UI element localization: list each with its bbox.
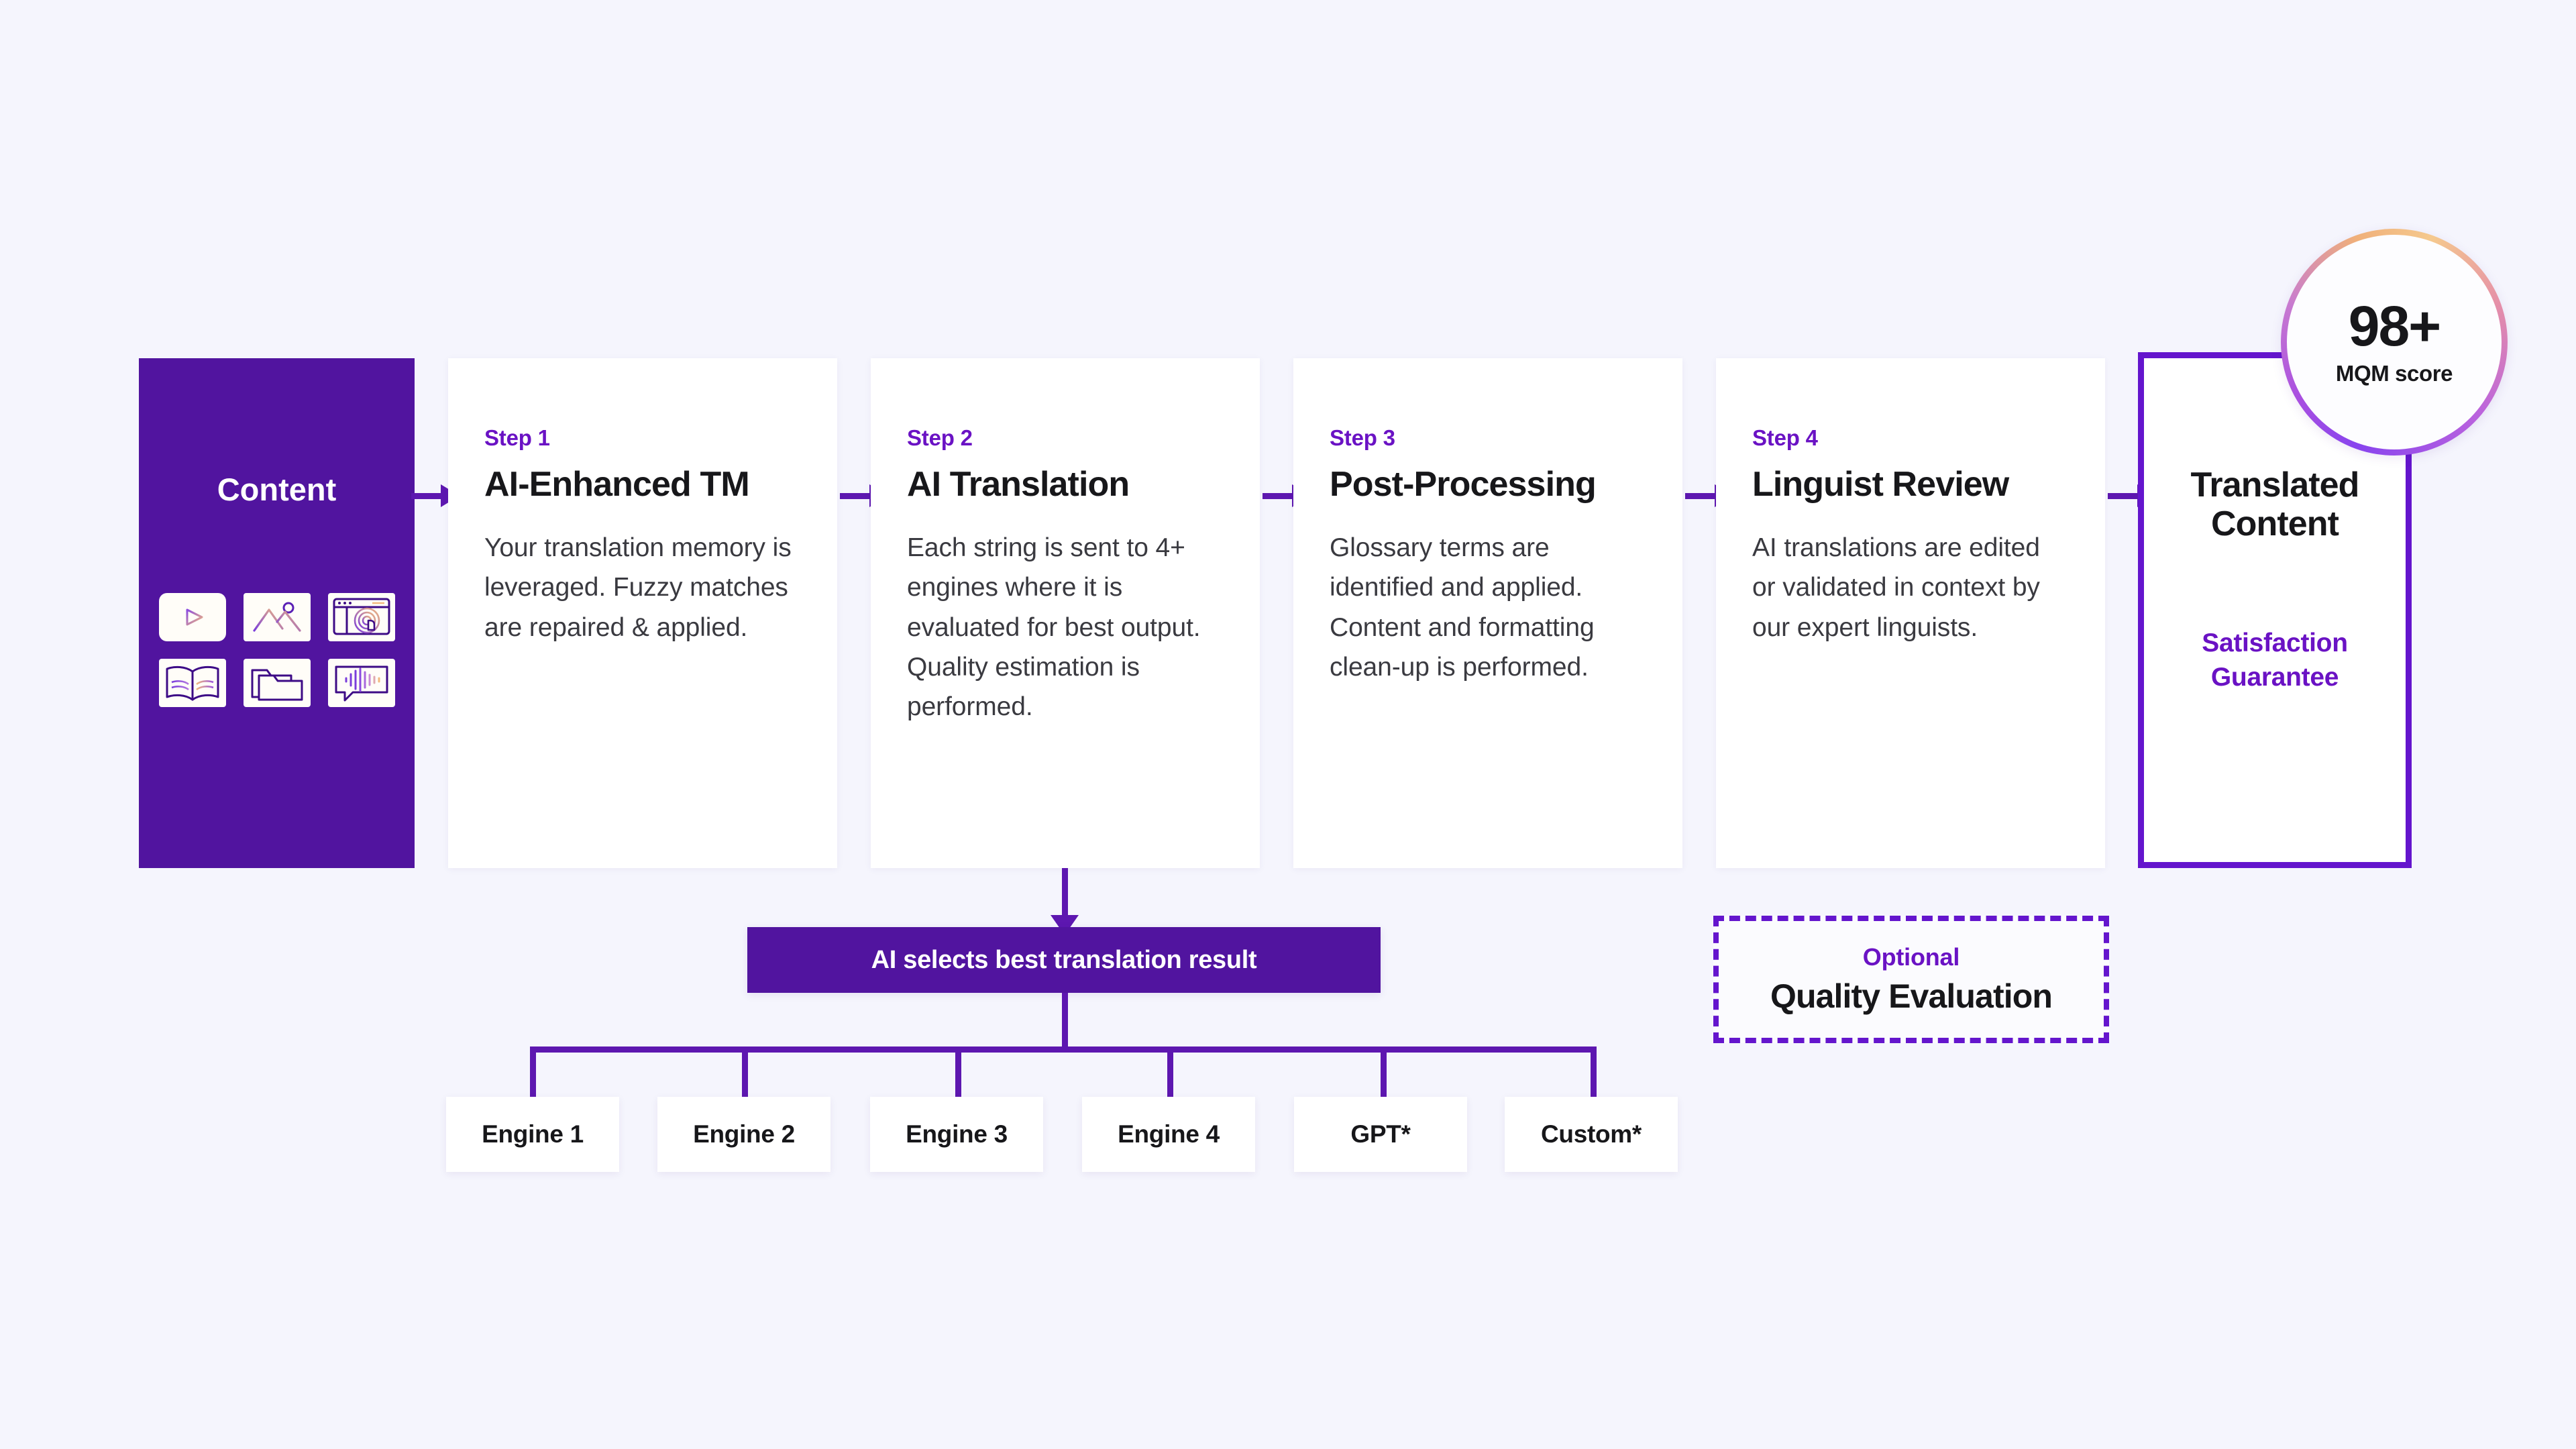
engine-box[interactable]: Engine 3 bbox=[870, 1097, 1043, 1172]
engine-label: GPT* bbox=[1350, 1120, 1411, 1148]
step-title: Post-Processing bbox=[1330, 465, 1597, 504]
step-title: AI Translation bbox=[907, 465, 1130, 504]
engine-label: Engine 3 bbox=[906, 1120, 1008, 1148]
engine-label: Engine 4 bbox=[1118, 1120, 1220, 1148]
step-eyebrow: Step 3 bbox=[1330, 425, 1395, 450]
connector-line-vertical bbox=[1167, 1046, 1173, 1100]
content-panel-title: Content bbox=[217, 472, 337, 507]
step-body: Your translation memory is leveraged. Fu… bbox=[484, 533, 792, 642]
step-card-4[interactable]: Step 4 Linguist Review AI translations a… bbox=[1716, 358, 2105, 868]
step-eyebrow: Step 4 bbox=[1752, 425, 1818, 450]
engine-label: Custom* bbox=[1540, 1120, 1642, 1148]
connector-line-vertical bbox=[742, 1046, 748, 1100]
engine-box[interactable]: Engine 1 bbox=[446, 1097, 619, 1172]
image-icon bbox=[243, 593, 311, 641]
engine-box[interactable]: Custom* bbox=[1505, 1097, 1678, 1172]
satisfaction-guarantee-label: Satisfaction Guarantee bbox=[2202, 629, 2348, 692]
connector-line-vertical bbox=[1062, 993, 1068, 1050]
step-title: Linguist Review bbox=[1752, 465, 2009, 504]
engine-label: Engine 1 bbox=[482, 1120, 584, 1148]
audio-waveform-icon bbox=[327, 659, 395, 707]
folder-document-icon bbox=[243, 659, 311, 707]
engine-box[interactable]: Engine 4 bbox=[1082, 1097, 1255, 1172]
video-play-icon bbox=[158, 593, 226, 641]
content-icon-grid bbox=[139, 593, 415, 707]
step-eyebrow: Step 1 bbox=[484, 425, 550, 450]
content-panel: Content bbox=[139, 358, 415, 868]
engine-box[interactable]: Engine 2 bbox=[657, 1097, 830, 1172]
connector-line-vertical bbox=[1591, 1046, 1597, 1100]
step-card-3[interactable]: Step 3 Post-Processing Glossary terms ar… bbox=[1293, 358, 1682, 868]
web-click-icon bbox=[327, 593, 395, 641]
step-card-1[interactable]: Step 1 AI-Enhanced TM Your translation m… bbox=[448, 358, 837, 868]
step-body: AI translations are edited or validated … bbox=[1752, 533, 2040, 642]
ai-selects-best-result-bar[interactable]: AI selects best translation result bbox=[747, 927, 1381, 993]
engine-box[interactable]: GPT* bbox=[1294, 1097, 1467, 1172]
quality-evaluation-title: Quality Evaluation bbox=[1770, 977, 2053, 1015]
mqm-score-badge: 98+ MQM score bbox=[2281, 229, 2508, 455]
ai-selects-label: AI selects best translation result bbox=[871, 945, 1257, 974]
quality-evaluation-eyebrow: Optional bbox=[1862, 943, 1960, 971]
step-body: Glossary terms are identified and applie… bbox=[1330, 533, 1595, 682]
mqm-score-value: 98+ bbox=[2348, 294, 2441, 358]
step-eyebrow: Step 2 bbox=[907, 425, 973, 450]
connector-line-vertical bbox=[530, 1046, 536, 1100]
translated-content-title: Translated Content bbox=[2190, 466, 2359, 544]
connector-line-vertical bbox=[955, 1046, 961, 1100]
mqm-score-label: MQM score bbox=[2335, 361, 2453, 386]
connector-line-horizontal bbox=[530, 1046, 1597, 1053]
connector-line-vertical bbox=[1381, 1046, 1387, 1100]
engine-label: Engine 2 bbox=[693, 1120, 795, 1148]
step-card-2[interactable]: Step 2 AI Translation Each string is sen… bbox=[871, 358, 1260, 868]
connector-line-vertical bbox=[1062, 868, 1068, 920]
optional-quality-evaluation-box[interactable]: Optional Quality Evaluation bbox=[1713, 916, 2109, 1043]
step-title: AI-Enhanced TM bbox=[484, 465, 750, 504]
step-body: Each string is sent to 4+ engines where … bbox=[907, 533, 1201, 722]
book-icon bbox=[158, 659, 226, 707]
